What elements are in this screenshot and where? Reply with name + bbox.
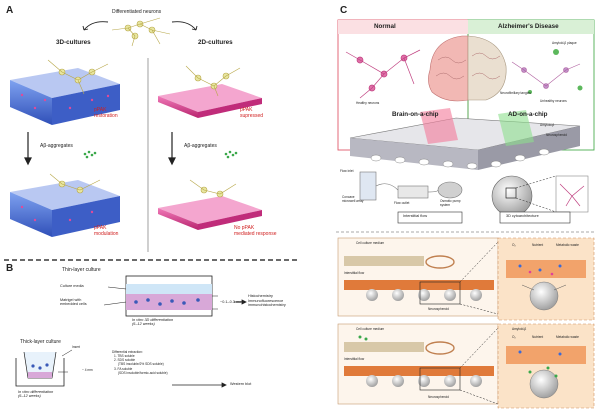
plaque-img: [528, 49, 583, 94]
healthy-neurons-img: [345, 49, 421, 99]
chip-schematic-normal: [337, 237, 499, 317]
thick-layer-insert: [15, 349, 73, 387]
cyto-box-frame: [499, 211, 571, 224]
in-vitro-3d-label: In vitro 3D differentiation (6–12 weeks): [132, 318, 174, 327]
neurospheroid-label-1: Neurospheroid: [428, 307, 449, 311]
brain-image: [428, 35, 507, 102]
unhealthy-neurons-img: [511, 61, 581, 89]
amyloid-label-2: Amyloid-β: [512, 327, 527, 331]
waste-label-2: Metabolic waste: [556, 335, 579, 339]
insert-label: Insert: [72, 345, 80, 349]
healthy-neurons-label: Healthy neurons: [356, 101, 380, 105]
neurospheroid-label: Neurospheroid: [546, 133, 567, 137]
neurospheroid-label-2: Neurospheroid: [428, 395, 449, 399]
four-mm-label: ~ 4 mm: [82, 368, 93, 372]
panel-c-label: C: [340, 5, 348, 16]
interstitial-box-frame: [397, 211, 463, 224]
col-2d-title: 2D-cultures: [198, 39, 233, 46]
osmotic-pump-label: Osmotic pump system: [440, 199, 461, 207]
extraction-list: Differential extraction: 1. TBS soluble …: [112, 350, 168, 375]
gel-3d-bottom: [10, 180, 120, 237]
in-vitro-label: In vitro differentiation (6–12 weeks): [18, 390, 54, 399]
western-blot-label: Western blot: [230, 382, 252, 386]
extraction-item: 1. TBS soluble: [114, 354, 135, 359]
chip-schematic-ad: [337, 323, 499, 405]
zoom-normal: [497, 237, 595, 321]
extraction-item: 2. SDS soluble: [114, 358, 136, 363]
normal-header-fill: [338, 20, 468, 34]
differentiated-neurons-title: Differentiated neurons: [112, 9, 162, 15]
neuron-cluster-top: [111, 17, 171, 47]
nutrient-label-2: Nutrient: [532, 335, 544, 339]
concave-array-label: Concave microwell array: [342, 195, 364, 203]
panel-a-label: A: [6, 5, 14, 16]
arrow-histo: [234, 299, 247, 305]
waste-label-1: Metabolic waste: [556, 243, 579, 247]
abeta-aggregates-left: Aβ-aggregates: [40, 143, 73, 149]
extraction-title: Differential extraction:: [112, 350, 143, 354]
col-3d-title: 3D-cultures: [56, 39, 91, 46]
chip-device: [349, 108, 581, 170]
panel-b-label: B: [6, 263, 14, 274]
gel-2d-bottom: [158, 196, 262, 230]
culture-media-label: Culture media: [60, 284, 84, 288]
abeta-aggregates-right: Aβ-aggregates: [184, 143, 217, 149]
pump-system: [359, 171, 463, 201]
extraction-item: 3. FA soluble: [114, 366, 133, 371]
cytoarchitecture-box: 3D cytoarchitecture: [506, 214, 539, 218]
extraction-item: (TBS insoluble/2% SDS soluble): [118, 362, 164, 367]
thick-layer-title: Thick-layer culture: [20, 339, 61, 345]
o2-label-1: O₂: [512, 243, 516, 247]
arrows-top: [82, 21, 198, 31]
matrigel-label: Matrigel with embedded cells: [60, 298, 87, 307]
interstitial-flow-box: Interstitial flow: [403, 214, 428, 218]
tangles-label: Neurofibrillary tangles: [500, 91, 531, 95]
cell-medium-label-1: Cell culture medium: [356, 241, 385, 245]
brain-chip-title: Brain-on-a-chip: [392, 111, 439, 118]
amyloid-label: Amyloid-β: [540, 123, 555, 127]
nutrient-label-1: Nutrient: [532, 243, 544, 247]
gel-2d-top: [158, 84, 262, 118]
flow-outlet-label: Flow outlet: [394, 201, 410, 205]
cell-medium-label-2: Cell culture medium: [356, 327, 385, 331]
arrows-down: [24, 132, 176, 166]
ad-title: Alzheimer's Disease: [498, 23, 559, 30]
ppak-restoration: pPAK restoration: [94, 107, 118, 119]
interstitial-label-2: Interstitial flow: [344, 357, 365, 361]
o2-label-2: O₂: [512, 335, 516, 339]
flow-inlet-label: Flow inlet: [340, 169, 354, 173]
neurons-on-gels: [47, 59, 241, 198]
ppak-modulation: pPAK modulation: [94, 225, 119, 237]
thickness-label: ~0.1–0.3 mm: [220, 300, 243, 304]
arrow-western: [172, 382, 227, 388]
ad-chip-title: AD-on-a-chip: [508, 111, 548, 118]
spheroid-zoom: [491, 175, 589, 217]
ppak-supressed: pPAK supressed: [240, 107, 264, 119]
unhealthy-neurons-label: Unhealthy neurons: [540, 99, 567, 103]
plaque-label: Amyloid-β plaque: [552, 41, 577, 45]
gel-3d-top: [10, 68, 120, 125]
zoom-ad: [497, 323, 595, 409]
extraction-item: (SDS insoluble/formic-acid soluble): [118, 370, 168, 375]
no-ppak-response: No pPAK mediated response: [234, 225, 277, 237]
histochemistry-list: Histochemistry Immunofluorescence immuno…: [248, 294, 286, 308]
normal-title: Normal: [374, 23, 396, 30]
thin-layer-dish: [103, 275, 218, 317]
interstitial-label-1: Interstitial flow: [344, 271, 365, 275]
ad-header-fill: [468, 20, 594, 34]
thin-layer-title: Thin-layer culture: [62, 267, 101, 273]
abeta-aggregates: [83, 150, 238, 159]
